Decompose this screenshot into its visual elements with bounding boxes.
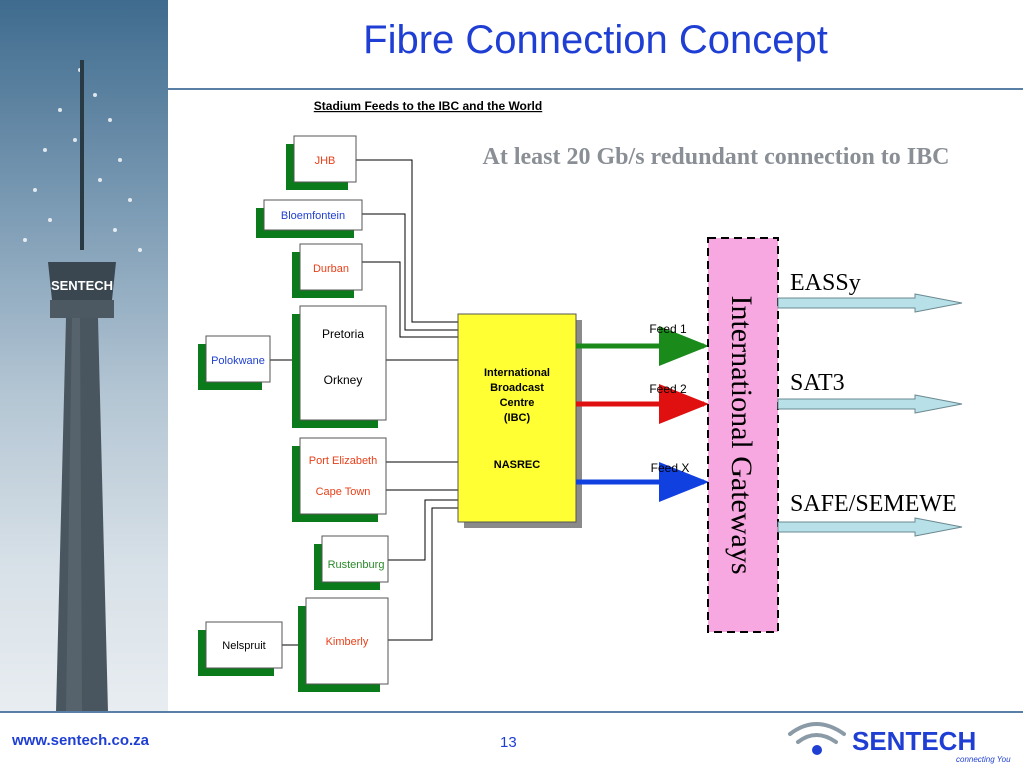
ibc-line1: International	[484, 367, 550, 379]
sentech-logo: SENTECH connecting You	[788, 722, 1011, 764]
cable-sat3-label: SAT3	[790, 370, 845, 396]
feed2-label: Feed 2	[649, 382, 687, 396]
stadium-pretoria-orkney	[299, 305, 387, 421]
cable-safe-label: SAFE/SEMEWE	[790, 491, 957, 517]
stadium-jhb-label: JHB	[315, 155, 336, 167]
ibc-line4: (IBC)	[504, 412, 531, 424]
logo-tagline: connecting You	[956, 755, 1011, 764]
stadium-cape-town-label: Cape Town	[316, 486, 371, 498]
antenna-mast	[80, 60, 84, 250]
diagram-subtitle: Stadium Feeds to the IBC and the World	[314, 99, 542, 113]
stadium-bloemfontein	[263, 199, 363, 231]
title-divider	[168, 88, 1023, 90]
ibc-box	[457, 313, 577, 523]
stadium-durban	[299, 243, 363, 291]
logo-wordmark: SENTECH	[852, 726, 976, 756]
ibc-line2: Broadcast	[490, 382, 544, 394]
tower-sign: SENTECH	[51, 278, 113, 293]
ibc-line3: Centre	[500, 397, 535, 409]
stadium-polokwane-label: Polokwane	[211, 355, 265, 367]
page-number: 13	[500, 734, 517, 751]
wifi-icon	[788, 722, 846, 744]
stadium-nelspruit	[205, 621, 283, 669]
cable-eassy-label: EASSy	[790, 270, 861, 296]
fibre-diagram: Stadium Feeds to the IBC and the World A…	[198, 99, 963, 692]
tower-illustration: SENTECH	[23, 60, 142, 712]
signal-sparkles	[23, 68, 142, 252]
stadium-pe-capetown	[299, 437, 387, 515]
stadium-jhb	[293, 135, 357, 183]
tower-photo-panel: SENTECH	[0, 0, 168, 712]
stadium-polokwane	[205, 335, 271, 383]
feedx-label: Feed X	[651, 461, 690, 475]
stadium-bloemfontein-label: Bloemfontein	[281, 210, 345, 222]
stadium-kimberly	[305, 597, 389, 685]
stadium-port-elizabeth-label: Port Elizabeth	[309, 455, 377, 467]
tower-pod	[48, 262, 116, 300]
footer-url[interactable]: www.sentech.co.za	[12, 732, 149, 749]
capacity-headline: At least 20 Gb/s redundant connection to…	[483, 144, 950, 170]
feed1-label: Feed 1	[649, 322, 687, 336]
stadium-orkney-label: Orkney	[324, 373, 363, 387]
stadium-pretoria-label: Pretoria	[322, 327, 364, 341]
eassy-arrow	[777, 293, 963, 313]
sat3-arrow	[777, 394, 963, 414]
footer-divider	[0, 711, 1023, 713]
gateways-box	[707, 237, 779, 633]
safe-arrow	[777, 517, 963, 537]
connector-lines	[270, 159, 458, 646]
stadium-rustenburg	[321, 535, 389, 583]
stadium-rustenburg-label: Rustenburg	[328, 559, 385, 571]
stadium-kimberly-label: Kimberly	[326, 636, 369, 648]
stadium-durban-label: Durban	[313, 263, 349, 275]
ibc-nasrec: NASREC	[494, 459, 541, 471]
gateways-label: International Gateways	[725, 295, 758, 574]
slide-title: Fibre Connection Concept	[363, 18, 828, 62]
stadium-nelspruit-label: Nelspruit	[222, 640, 265, 652]
